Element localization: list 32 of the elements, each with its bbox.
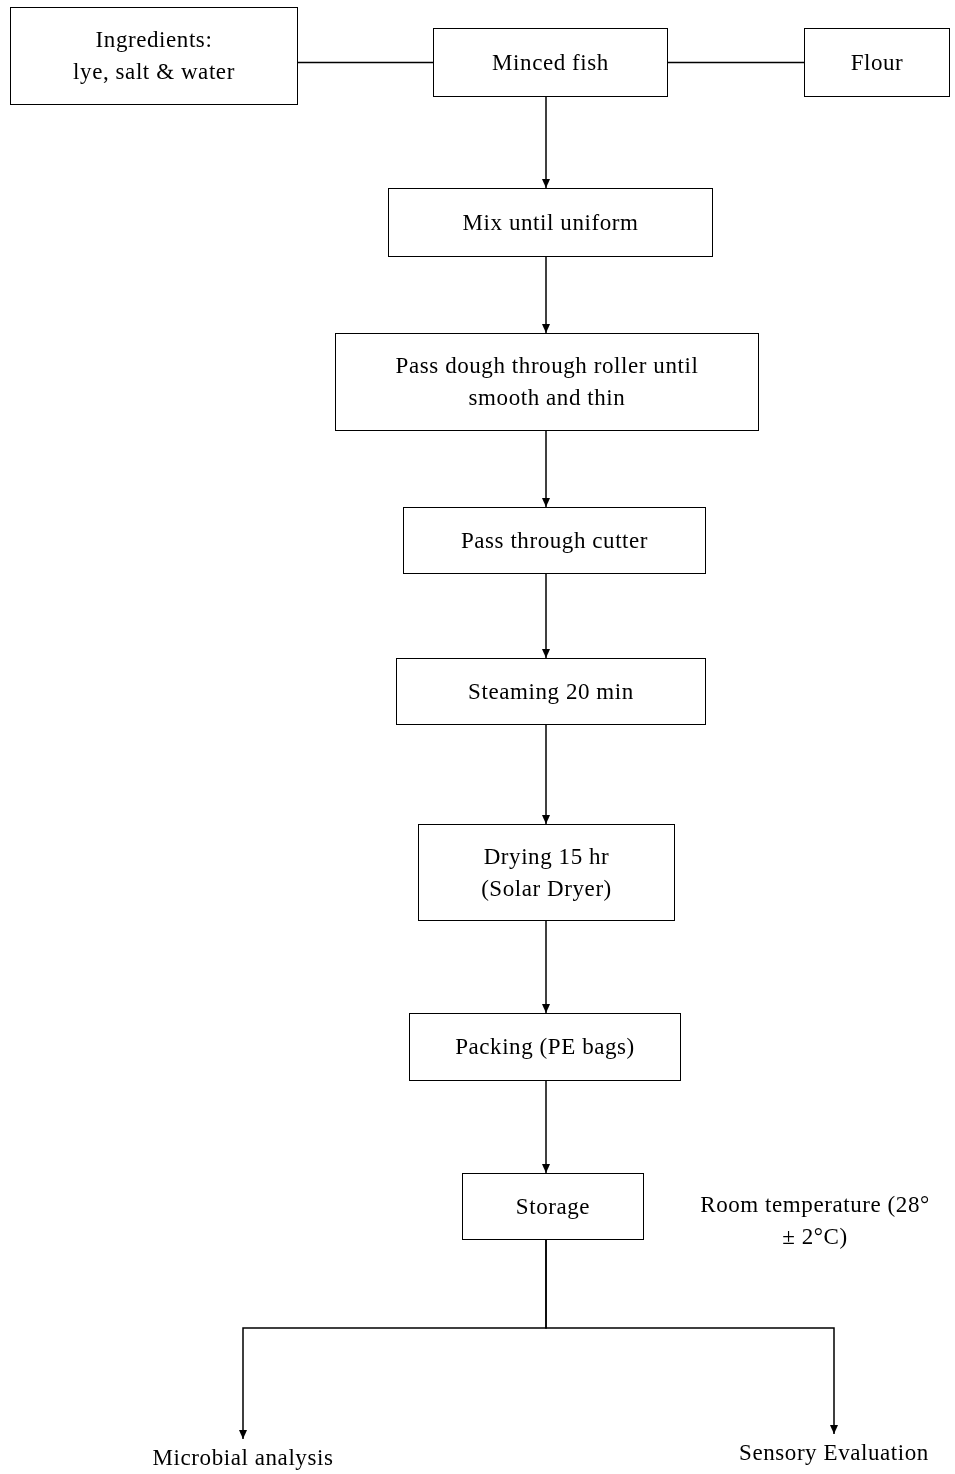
process-box bbox=[388, 188, 713, 257]
step-text: Pass dough through roller until smooth and thin bbox=[394, 352, 700, 412]
step-text: Pass through cutter bbox=[460, 526, 649, 555]
arrow bbox=[542, 573, 550, 659]
arrow bbox=[542, 724, 550, 825]
step-text: Flour bbox=[850, 48, 904, 77]
step-text: lye, salt & water bbox=[73, 58, 235, 86]
process-box bbox=[804, 28, 950, 97]
step-text: Mix until uniform bbox=[462, 208, 639, 237]
process-box bbox=[433, 28, 668, 97]
step-text: Steaming 20 min bbox=[468, 677, 634, 706]
arrow bbox=[542, 430, 550, 508]
arrow bbox=[542, 96, 550, 189]
process-box bbox=[409, 1013, 681, 1081]
result-label: Sensory Evaluation bbox=[739, 1439, 929, 1467]
process-box bbox=[403, 507, 706, 574]
arrow bbox=[542, 920, 550, 1014]
arrow bbox=[545, 1239, 838, 1435]
arrow bbox=[542, 1080, 550, 1174]
step-text: Ingredients: bbox=[95, 26, 213, 54]
process-box bbox=[462, 1173, 644, 1240]
process-box bbox=[10, 7, 298, 105]
step-text: Packing (PE bags) bbox=[455, 1033, 635, 1061]
process-box bbox=[418, 824, 675, 921]
process-box bbox=[396, 658, 706, 725]
condition-note: Room temperature (28°± 2°C) bbox=[699, 1191, 931, 1251]
result-label: Microbial analysis bbox=[152, 1444, 334, 1472]
step-text: Drying 15 hr (Solar Dryer) bbox=[480, 842, 613, 903]
step-text: Minced fish bbox=[492, 48, 609, 77]
arrow bbox=[542, 256, 550, 334]
process-box bbox=[335, 333, 759, 431]
step-text: Storage bbox=[515, 1192, 591, 1221]
